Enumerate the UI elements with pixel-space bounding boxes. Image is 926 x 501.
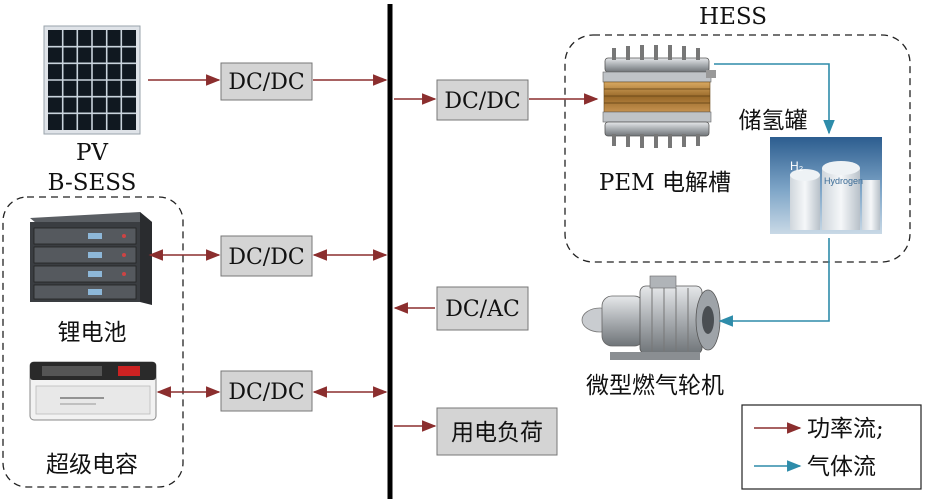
turbine-dcac-box (436, 286, 529, 331)
lithium-battery-icon (30, 212, 152, 305)
load-box (436, 407, 558, 456)
lithium-battery-label: 锂电池 (58, 320, 127, 346)
hydrogen-tank-label: 储氢罐 (739, 108, 808, 134)
supercap-dcdc-box (220, 370, 313, 412)
tank-to-turbine-gas-arrow (718, 238, 830, 327)
pem-electrolyzer-icon (602, 45, 716, 148)
supercap-dcdc-label: DC/DC (228, 380, 304, 405)
pv-panel-icon (43, 25, 141, 135)
hess-label: HESS (699, 4, 767, 30)
battery-dcdc-box (220, 235, 313, 277)
legend-box (741, 404, 922, 490)
legend-power-flow-label: 功率流; (807, 416, 884, 442)
tank-h2-text: H₂ (790, 159, 804, 173)
micro-gas-turbine-icon (581, 275, 721, 360)
supercapacitor-label: 超级电容 (46, 452, 138, 478)
hess-group-box (564, 34, 911, 263)
legend-gas-flow-label: 气体流 (807, 454, 876, 480)
supercapacitor-icon (29, 361, 157, 421)
bsess-group-box (2, 196, 184, 488)
legend: 功率流; 气体流 (741, 404, 922, 490)
bsess-label: B-SESS (48, 170, 137, 196)
load-label: 用电负荷 (451, 420, 543, 446)
turbine-dcac-label: DC/AC (445, 297, 520, 322)
hess-dcdc-label: DC/DC (444, 89, 520, 114)
micro-gas-turbine-label: 微型燃气轮机 (586, 373, 724, 399)
hess-dcdc-box (436, 79, 529, 121)
hydrogen-tank-icon: H₂ Hydrogen (770, 137, 882, 234)
electrolyzer-to-tank-gas-arrow (714, 63, 835, 135)
pv-label: PV (76, 140, 108, 166)
battery-dcdc-label: DC/DC (228, 245, 304, 270)
pv-dcdc-label: DC/DC (228, 70, 304, 95)
pv-dcdc-box (220, 62, 313, 101)
pem-electrolyzer-label: PEM 电解槽 (599, 170, 731, 196)
tank-hydrogen-text: Hydrogen (824, 176, 863, 186)
